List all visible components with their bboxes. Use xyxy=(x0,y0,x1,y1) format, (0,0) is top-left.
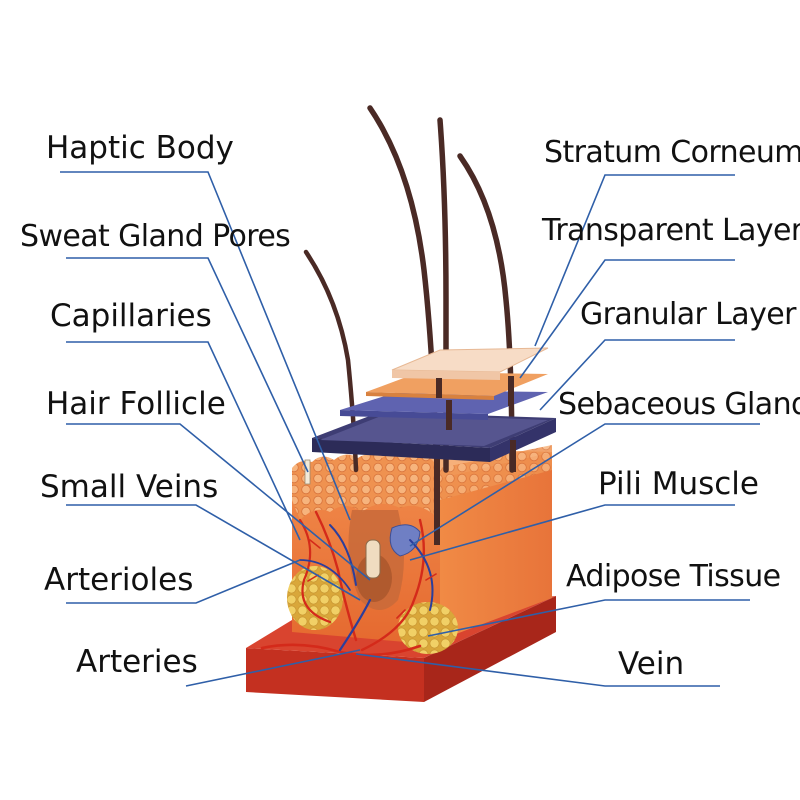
leader-transparent-layer xyxy=(519,259,735,379)
leader-stratum-corneum xyxy=(534,174,735,347)
leader-vein xyxy=(355,653,720,687)
label-haptic-body: Haptic Body xyxy=(46,130,234,166)
epidermis-side-cells xyxy=(440,445,552,500)
leader-granular-layer xyxy=(539,339,735,411)
leader-hair-follicle xyxy=(66,423,371,581)
leader-capillaries xyxy=(66,341,301,541)
label-arterioles: Arterioles xyxy=(44,562,193,598)
label-transparent-layer: Transparent Layer xyxy=(541,213,800,248)
label-capillaries: Capillaries xyxy=(50,298,212,334)
skin-model xyxy=(246,105,556,702)
label-adipose-tissue: Adipose Tissue xyxy=(566,559,780,594)
adipose-right xyxy=(398,602,458,654)
dermis-side-block xyxy=(440,452,552,640)
label-stratum-corneum: Stratum Corneum xyxy=(544,135,800,170)
label-hair-follicle: Hair Follicle xyxy=(46,386,226,422)
adipose-left xyxy=(287,566,343,630)
sebaceous-gland xyxy=(389,524,421,557)
leader-small-veins xyxy=(66,504,361,601)
floating-skin-layers xyxy=(312,347,556,472)
leader-pili-muscle xyxy=(409,504,735,561)
leader-lines xyxy=(60,171,760,687)
leader-arterioles xyxy=(66,559,301,604)
label-arteries: Arteries xyxy=(76,644,198,680)
leader-adipose-tissue xyxy=(427,599,750,637)
labels: Haptic Body Sweat Gland Pores Capillarie… xyxy=(20,130,800,682)
leader-arteries xyxy=(185,649,361,687)
label-vein: Vein xyxy=(618,646,684,682)
leader-sebaceous-glands xyxy=(409,423,760,547)
label-granular-layer: Granular Layer xyxy=(580,297,797,332)
label-pili-muscle: Pili Muscle xyxy=(598,466,759,502)
label-sebaceous-glands: Sebaceous Glands xyxy=(558,387,800,422)
label-sweat-gland-pores: Sweat Gland Pores xyxy=(20,219,290,254)
leader-sweat-gland-pores xyxy=(66,257,309,473)
blood-vessels xyxy=(260,510,437,657)
label-small-veins: Small Veins xyxy=(40,469,218,505)
leader-haptic-body xyxy=(60,171,351,521)
